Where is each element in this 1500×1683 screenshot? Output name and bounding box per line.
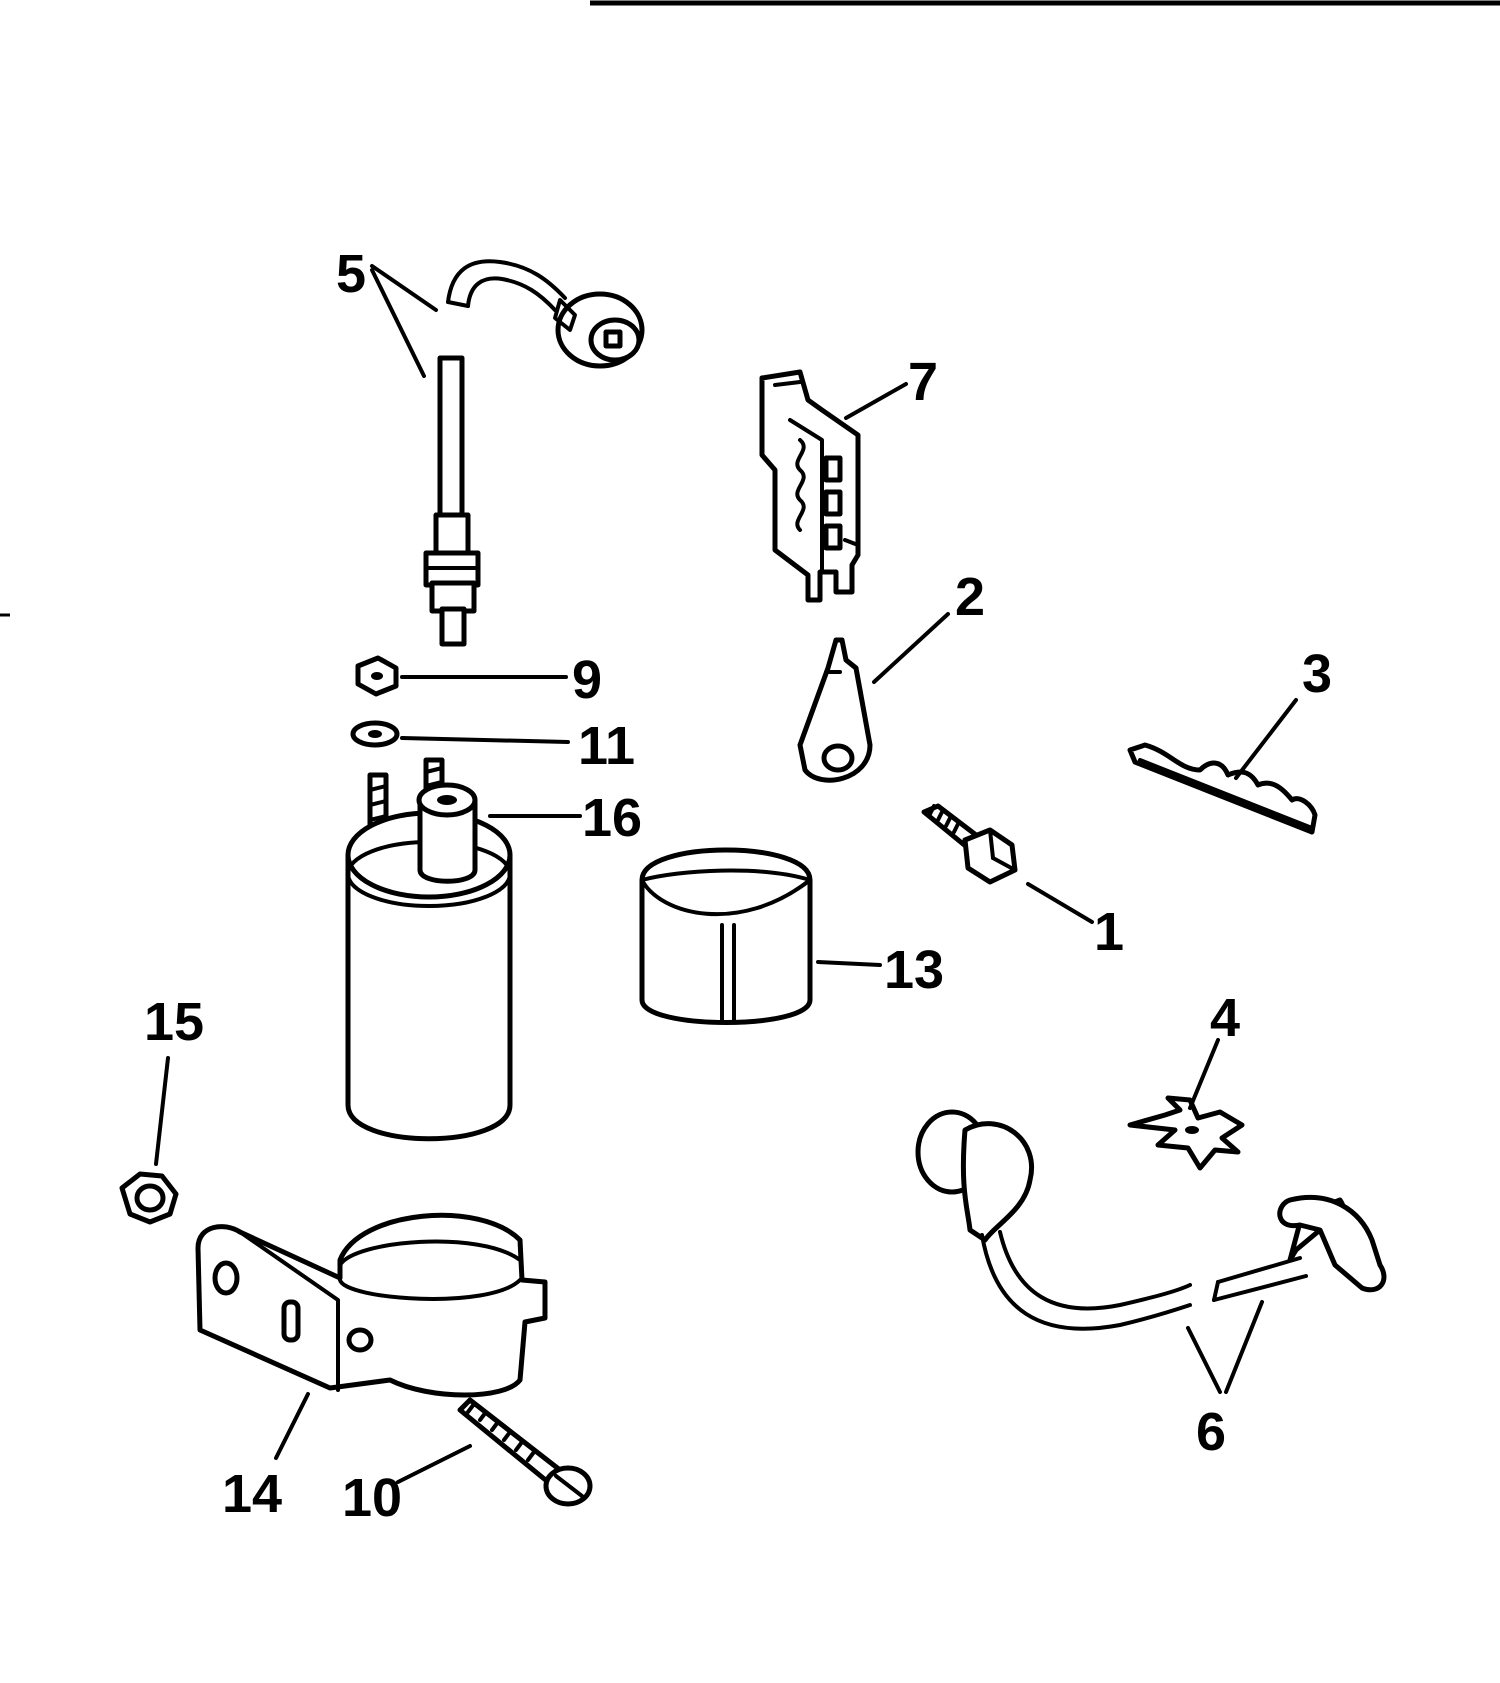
callout-15: 15 bbox=[144, 992, 204, 1052]
part-16-ignition-coil bbox=[345, 757, 513, 1142]
leader-7 bbox=[844, 382, 908, 420]
callout-14: 14 bbox=[222, 1464, 282, 1524]
callout-10: 10 bbox=[342, 1468, 402, 1528]
part-6-spark-plug-lead bbox=[915, 1109, 1387, 1331]
part-9-nut bbox=[355, 655, 399, 697]
callout-13: 13 bbox=[884, 940, 944, 1000]
callout-5: 5 bbox=[336, 244, 366, 304]
part-2-terminal-tab bbox=[797, 637, 873, 783]
leader-15 bbox=[154, 1056, 170, 1166]
leader-6b bbox=[1224, 1300, 1264, 1394]
part-3-retainer-strip bbox=[1127, 742, 1318, 835]
part-7-terminal-block bbox=[759, 369, 861, 603]
part-5-coil-lead bbox=[423, 259, 645, 647]
part-13-split-sleeve bbox=[639, 847, 813, 1025]
part-11-washer bbox=[350, 720, 400, 748]
leader-5a bbox=[370, 264, 438, 312]
callout-9: 9 bbox=[572, 650, 602, 710]
leader-6a bbox=[1186, 1326, 1222, 1394]
leader-1 bbox=[1026, 882, 1094, 924]
part-15-nut bbox=[119, 1171, 179, 1225]
leader-5b bbox=[370, 268, 426, 378]
callout-2: 2 bbox=[955, 567, 985, 627]
part-10-screw bbox=[457, 1397, 593, 1507]
leader-11 bbox=[400, 736, 570, 744]
callout-16: 16 bbox=[582, 788, 642, 848]
part-4-star-spring bbox=[1127, 1095, 1245, 1171]
leader-13 bbox=[816, 960, 882, 967]
callout-6: 6 bbox=[1196, 1402, 1226, 1462]
callout-4: 4 bbox=[1210, 988, 1240, 1048]
callout-1: 1 bbox=[1094, 902, 1124, 962]
leader-14 bbox=[274, 1392, 310, 1460]
leader-2 bbox=[872, 612, 950, 684]
leader-10 bbox=[396, 1444, 472, 1484]
part-1-bolt bbox=[921, 803, 1018, 885]
callout-3: 3 bbox=[1302, 644, 1332, 704]
part-14-mounting-bracket bbox=[195, 1212, 548, 1398]
callout-11: 11 bbox=[578, 716, 635, 776]
callout-7: 7 bbox=[908, 352, 938, 412]
leader-3 bbox=[1234, 698, 1298, 780]
leader-4 bbox=[1188, 1038, 1220, 1110]
